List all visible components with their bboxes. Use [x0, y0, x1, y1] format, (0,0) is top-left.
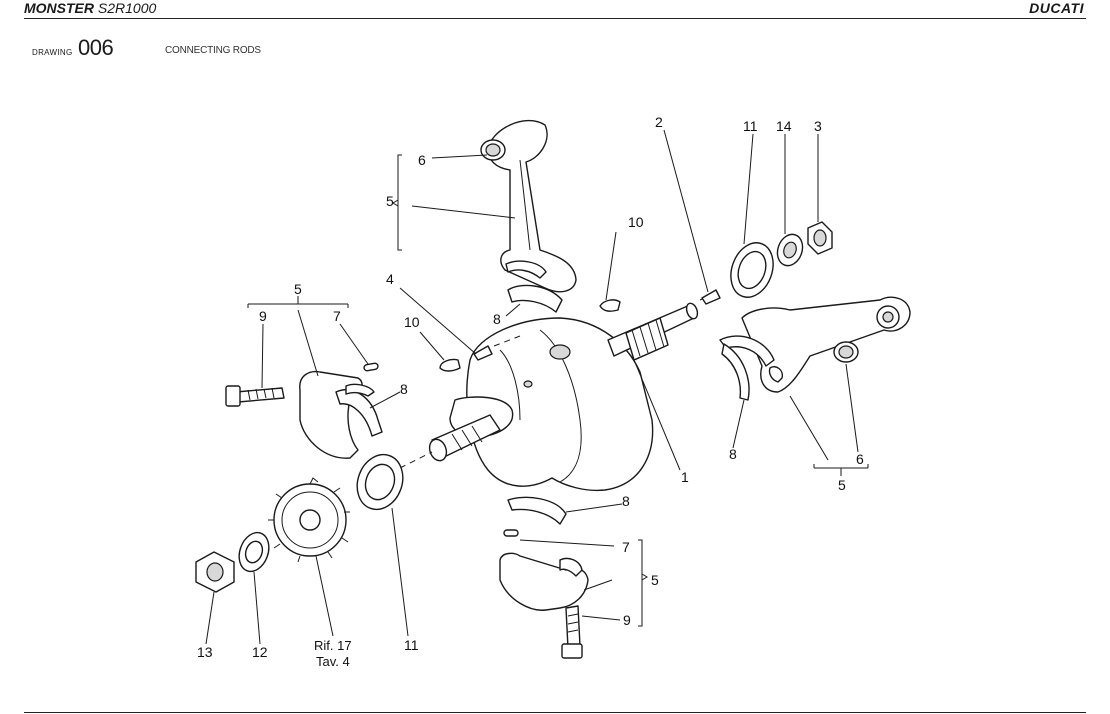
callout-8-right: 8: [729, 446, 737, 462]
model-name: MONSTER S2R1000: [24, 0, 156, 16]
callout-10-left: 10: [404, 314, 420, 330]
model-name-rest: S2R1000: [94, 0, 157, 16]
page-header: MONSTER S2R1000 DUCATI: [0, 0, 1110, 18]
key-parts: [439, 289, 721, 372]
footer-divider: [24, 712, 1086, 713]
callout-6-right: 6: [856, 451, 864, 467]
callout-2: 2: [655, 114, 663, 130]
crankshaft: [399, 291, 721, 492]
model-name-bold: MONSTER: [24, 0, 94, 16]
leader-lines: [205, 129, 869, 645]
callout-13: 13: [197, 644, 213, 660]
callout-3: 3: [814, 118, 822, 134]
callout-9-lower: 9: [623, 612, 631, 628]
rod-cap-left: [225, 362, 383, 459]
callout-labels: 1 2 3 4 5 5 5 5 6 6 7 7 8 8 8 8 9 9 10 1…: [197, 114, 864, 669]
callout-1: 1: [681, 469, 689, 485]
drawing-title: CONNECTING RODS: [165, 45, 261, 56]
callout-5-upper: 5: [386, 193, 394, 209]
brand-logo: DUCATI: [1029, 0, 1084, 16]
callout-9-left: 9: [259, 308, 267, 324]
callout-11-lower: 11: [404, 637, 419, 653]
callout-5-lower: 5: [651, 572, 659, 588]
timing-gear-assembly: [195, 453, 404, 593]
washer-stack-right: [730, 221, 833, 298]
connecting-rod-upper: [480, 119, 577, 313]
callout-5-right: 5: [838, 477, 846, 493]
drawing-label: DRAWING: [32, 48, 73, 57]
connecting-rod-right: [719, 296, 911, 401]
callout-6-upper: 6: [418, 152, 426, 168]
reference-line-2: Tav. 4: [316, 654, 350, 669]
header-divider: [24, 18, 1086, 19]
callout-12: 12: [252, 644, 268, 660]
callout-8-lower: 8: [622, 493, 630, 509]
callout-11-upper: 11: [743, 118, 758, 134]
callout-10-right: 10: [628, 214, 644, 230]
reference-line-1: Rif. 17: [314, 638, 352, 653]
callout-8-upper: 8: [493, 311, 501, 327]
callout-5-left: 5: [294, 281, 302, 297]
rod-cap-lower: [499, 496, 589, 659]
callout-8-left: 8: [400, 381, 408, 397]
callout-7-lower: 7: [622, 539, 630, 555]
drawing-number: 006: [78, 35, 114, 60]
callout-4: 4: [386, 271, 394, 287]
callout-14: 14: [776, 118, 792, 134]
callout-7-left: 7: [333, 308, 341, 324]
